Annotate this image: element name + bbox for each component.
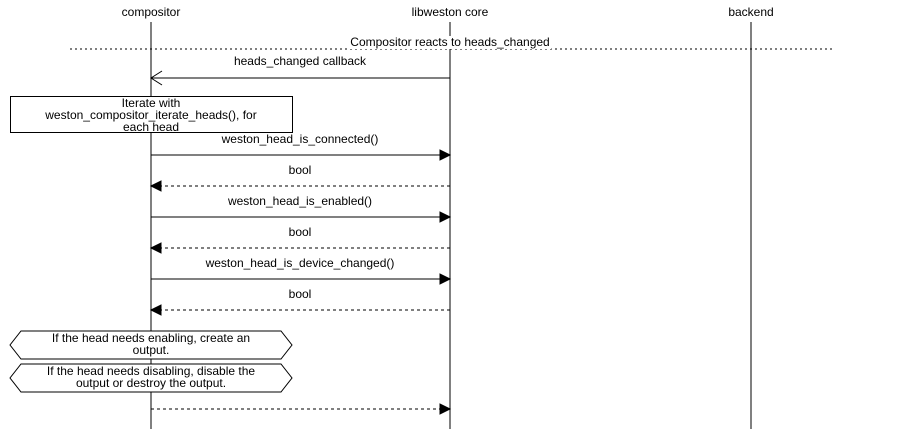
conditions-group: [9, 330, 293, 393]
arrowhead-open-heads-changed-callback: [150, 70, 163, 86]
message-label-bool-return-3: bool: [288, 287, 312, 301]
separator-label-heads-changed-separator: Compositor reacts to heads_changed: [348, 35, 552, 49]
message-label-bool-return-1: bool: [288, 163, 312, 177]
arrowhead-filled-final-return: [439, 403, 452, 415]
message-label-bool-return-2: bool: [288, 225, 312, 239]
notes-group: [10, 96, 293, 133]
lifeline-label-compositor: compositor: [121, 5, 181, 19]
arrowhead-filled-weston-head-is-enabled: [439, 211, 452, 223]
lifelines-group: [150, 22, 752, 429]
note-line: Iterate with: [121, 96, 181, 110]
message-label-weston-head-is-connected: weston_head_is_connected(): [221, 132, 379, 146]
note-line: weston_compositor_iterate_heads(), for: [45, 108, 257, 122]
message-label-weston-head-is-device-changed: weston_head_is_device_changed(): [205, 256, 395, 270]
arrowhead-filled-weston-head-is-connected: [439, 149, 452, 161]
condition-line: If the head needs disabling, disable the: [46, 364, 256, 378]
condition-shape-condition-enable-head: [9, 330, 293, 360]
condition-shape-condition-disable-head: [9, 363, 293, 393]
note-box-iterate-heads-note: [10, 96, 293, 133]
condition-line: If the head needs enabling, create an: [51, 331, 251, 345]
arrowhead-filled-weston-head-is-device-changed: [439, 273, 452, 285]
arrowhead-filled-bool-return-1: [149, 180, 162, 192]
lifeline-label-backend: backend: [728, 5, 774, 19]
lifeline-label-libweston-core: libweston core: [411, 5, 489, 19]
message-label-heads-changed-callback: heads_changed callback: [233, 54, 367, 68]
condition-line: output or destroy the output.: [75, 376, 227, 390]
arrowhead-filled-bool-return-2: [149, 242, 162, 254]
condition-line: output.: [132, 343, 170, 357]
note-line: each head: [122, 120, 180, 134]
condition-text-condition-disable-head: If the head needs disabling, disable the…: [10, 365, 292, 389]
message-label-weston-head-is-enabled: weston_head_is_enabled(): [227, 194, 373, 208]
arrowhead-filled-bool-return-3: [149, 304, 162, 316]
messages-group: [149, 70, 452, 415]
